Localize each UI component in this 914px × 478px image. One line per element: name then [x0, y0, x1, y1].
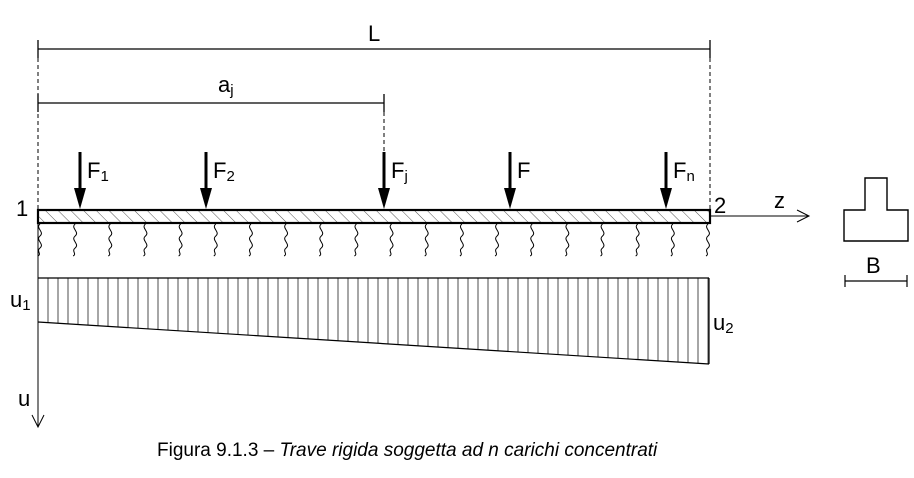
- end-label-left: 1: [16, 196, 28, 221]
- z-axis-label: z: [774, 188, 785, 213]
- svg-text:u1: u1: [10, 287, 31, 314]
- spring: [37, 223, 42, 257]
- load-subscript: j: [403, 168, 407, 185]
- svg-text:aj: aj: [218, 72, 234, 99]
- spring: [143, 223, 148, 257]
- spring: [283, 223, 289, 257]
- beam: [36, 208, 712, 225]
- load-arrow: F: [504, 152, 530, 209]
- cross-section: B: [843, 177, 909, 287]
- z-axis: z: [710, 188, 811, 223]
- load-subscript: 1: [100, 168, 108, 185]
- load-label: F2: [213, 158, 235, 185]
- spring: [178, 223, 183, 257]
- distance-subscript: j: [229, 82, 233, 99]
- spring: [565, 223, 570, 257]
- load-arrow: Fj: [378, 152, 408, 209]
- figure-caption: Figura 9.1.3 – Trave rigida soggetta ad …: [157, 440, 658, 461]
- spring: [389, 223, 394, 257]
- spring: [354, 223, 359, 257]
- load-label: F: [517, 158, 530, 183]
- spring: [213, 223, 218, 257]
- load-symbol: F: [213, 158, 226, 183]
- u2-label: u: [713, 310, 725, 335]
- load-label: Fn: [673, 158, 695, 185]
- load-symbol: F: [87, 158, 100, 183]
- load-label: F1: [87, 158, 109, 185]
- spring: [248, 223, 253, 257]
- spring: [318, 223, 324, 257]
- load-arrow: F1: [74, 152, 109, 209]
- load-subscript: n: [686, 168, 694, 185]
- load-symbol: F: [391, 158, 404, 183]
- spring: [72, 223, 78, 257]
- spring: [494, 223, 499, 257]
- distance-dimension: aj: [37, 72, 385, 112]
- extension-lines: [37, 58, 711, 210]
- u-axis-label: u: [18, 386, 30, 411]
- load-arrow: F2: [200, 152, 235, 209]
- load-label: Fj: [391, 158, 408, 185]
- distance-label: a: [218, 72, 231, 97]
- spring: [529, 223, 535, 257]
- u1-label: u: [10, 287, 22, 312]
- spring: [635, 223, 640, 257]
- width-label: B: [866, 253, 881, 278]
- spring: [670, 223, 675, 257]
- load-symbol: F: [673, 158, 686, 183]
- end-label-right: 2: [714, 193, 726, 218]
- spring: [424, 223, 429, 257]
- u2-subscript: 2: [725, 320, 733, 337]
- load-symbol: F: [517, 158, 530, 183]
- spring: [108, 223, 113, 257]
- displacement-diagram: [37, 277, 710, 365]
- length-dimension: L: [37, 21, 711, 58]
- spring: [600, 223, 605, 257]
- length-label: L: [368, 21, 380, 46]
- caption-text: Trave rigida soggetta ad n carichi conce…: [280, 440, 659, 461]
- u1-subscript: 1: [22, 297, 30, 314]
- u-axis: u: [18, 223, 45, 429]
- load-subscript: 2: [226, 168, 234, 185]
- caption-prefix: Figura 9.1.3 –: [157, 440, 280, 461]
- svg-text:u2: u2: [713, 310, 734, 337]
- spring: [459, 223, 464, 257]
- spring: [705, 223, 710, 257]
- load-arrow: Fn: [660, 152, 695, 209]
- spring-foundation: [37, 223, 710, 257]
